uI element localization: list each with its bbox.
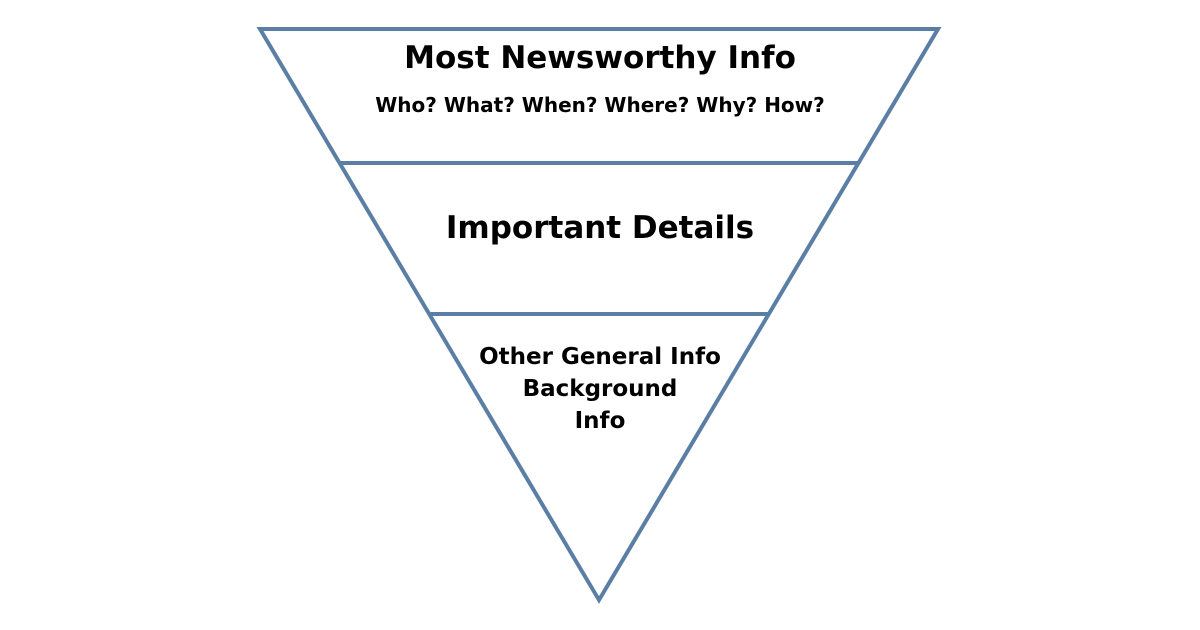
tier-3-line-1: Other General Info [479,344,721,370]
tier-1-subtitle: Who? What? When? Where? Why? How? [375,93,825,117]
tier-3-line-2: Background [522,376,678,402]
tier-1-title: Most Newsworthy Info [404,40,796,76]
tier-2-title: Important Details [445,210,755,246]
pyramid-outline [256,27,942,604]
tier-3-line-3: Info [574,408,626,434]
